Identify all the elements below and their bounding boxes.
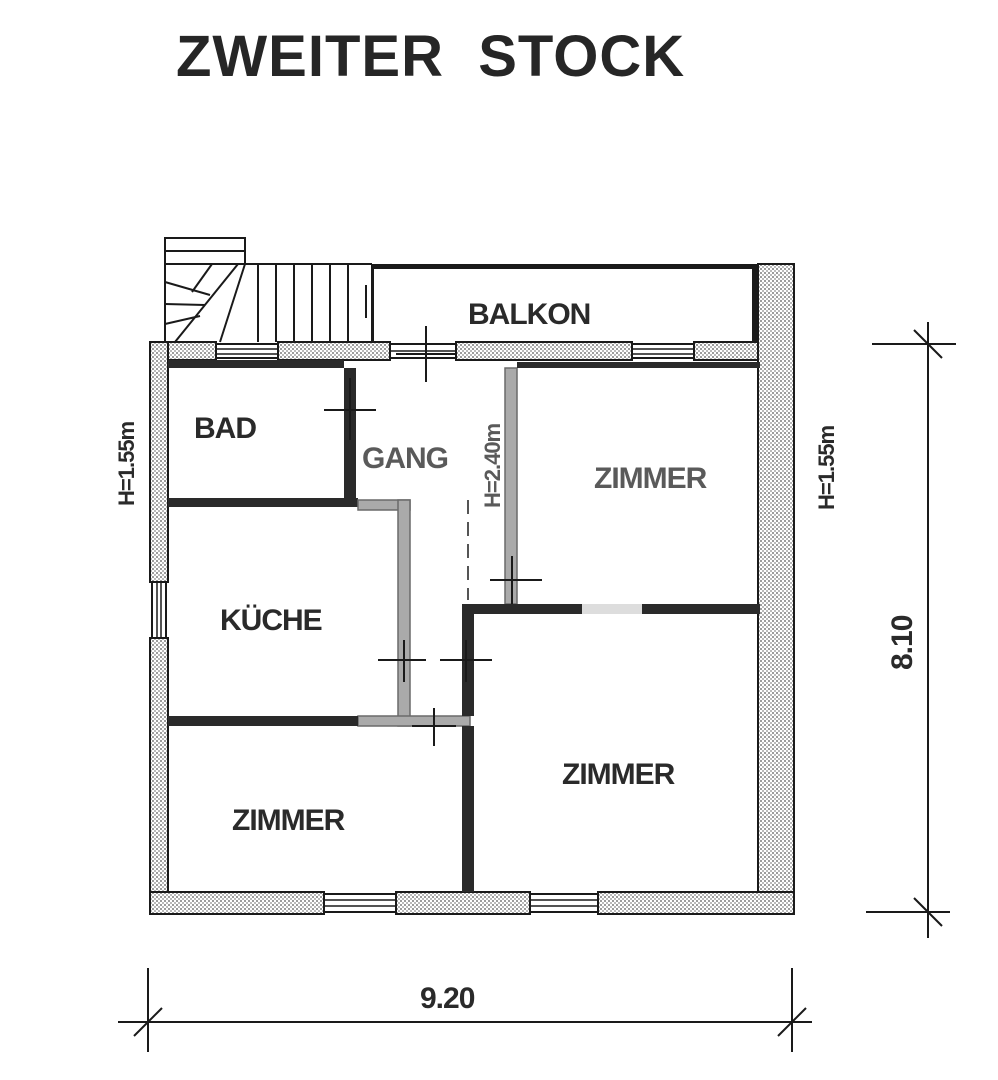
exterior-walls: [149, 263, 795, 915]
door-marks: [324, 326, 542, 746]
room-label-gang: GANG: [362, 442, 448, 475]
balcony: [372, 264, 760, 342]
room-label-bad: BAD: [194, 412, 256, 445]
depth-dimension: [866, 322, 956, 938]
staircase: [164, 237, 373, 343]
width-dimension: [118, 968, 812, 1052]
height-note-left: H=1.55m: [114, 421, 139, 506]
interior-walls: [168, 360, 760, 892]
plan-title: ZWEITER STOCK: [176, 24, 685, 89]
room-label-balkon: BALKON: [468, 298, 590, 331]
room-label-zimmer-right-bottom: ZIMMER: [562, 758, 676, 791]
room-label-zimmer-right-top: ZIMMER: [594, 462, 708, 495]
depth-dimension-label: 8.10: [886, 615, 919, 670]
width-dimension-label: 9.20: [420, 982, 475, 1015]
height-note-gang: H=2.40m: [480, 423, 505, 508]
height-note-right: H=1.55m: [814, 425, 839, 510]
room-label-kueche: KÜCHE: [220, 604, 322, 637]
room-label-zimmer-left-bottom: ZIMMER: [232, 804, 346, 837]
windows: [151, 343, 695, 913]
